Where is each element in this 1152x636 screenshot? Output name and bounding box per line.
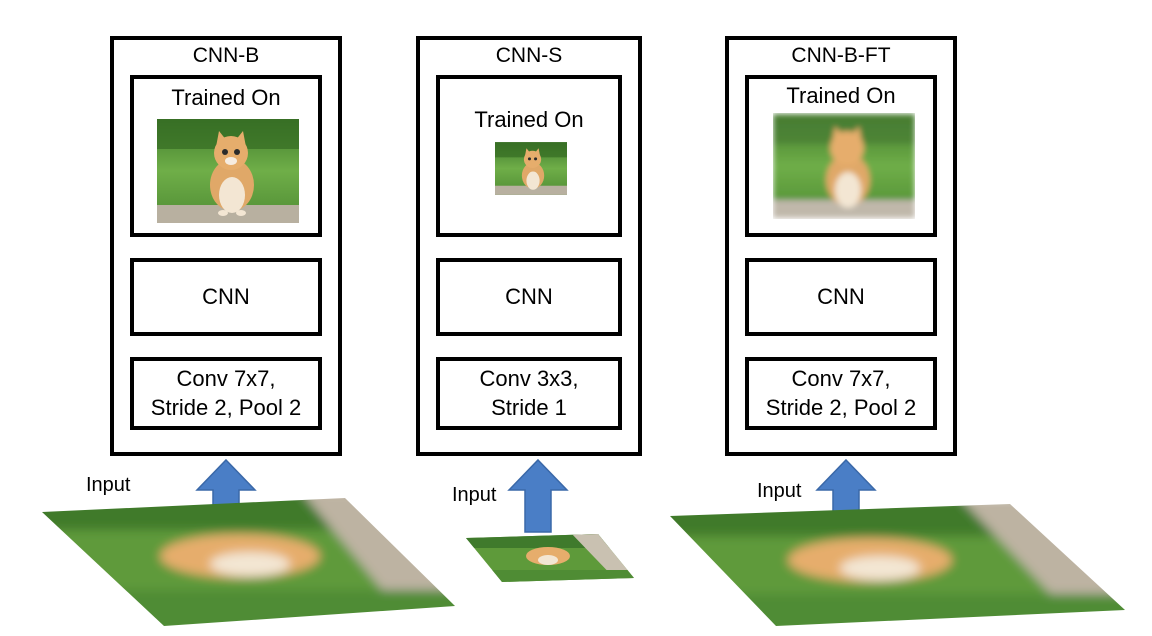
input-image-large-blurred <box>670 504 1125 626</box>
input-label: Input <box>452 484 497 506</box>
kitten-image-sharp <box>157 119 299 223</box>
input-label: Input <box>757 480 802 502</box>
trained-on-box: Trained On <box>436 75 622 237</box>
conv-box: Conv 3x3, Stride 1 <box>436 357 622 430</box>
column-title: CNN-S <box>495 44 563 67</box>
trained-on-box: Trained On <box>130 75 322 237</box>
column-cnn-b-ft: CNN-B-FT Trained On CNN Conv 7x7, Stride… <box>725 36 957 456</box>
column-title: CNN-B-FT <box>791 44 891 67</box>
column-cnn-b: CNN-B Trained On CNN Conv 7x7, Stride 2,… <box>110 36 342 456</box>
input-label: Input <box>86 474 131 496</box>
trained-on-box: Trained On <box>745 75 937 237</box>
column-cnn-s: CNN-S Trained On CNN Conv 3x3, Stride 1 <box>416 36 642 456</box>
conv-box: Conv 7x7, Stride 2, Pool 2 <box>130 357 322 430</box>
cnn-box: CNN <box>130 258 322 336</box>
up-arrow-icon <box>507 458 569 533</box>
input-image-small <box>466 534 634 582</box>
column-title: CNN-B <box>192 44 260 67</box>
trained-on-label: Trained On <box>786 83 896 108</box>
cnn-box: CNN <box>745 258 937 336</box>
kitten-image-small <box>495 142 567 195</box>
kitten-image-blurred <box>773 114 915 218</box>
trained-on-label: Trained On <box>171 85 281 110</box>
input-image-large-blurred <box>42 498 455 626</box>
trained-on-label: Trained On <box>474 107 584 132</box>
cnn-box: CNN <box>436 258 622 336</box>
conv-box: Conv 7x7, Stride 2, Pool 2 <box>745 357 937 430</box>
